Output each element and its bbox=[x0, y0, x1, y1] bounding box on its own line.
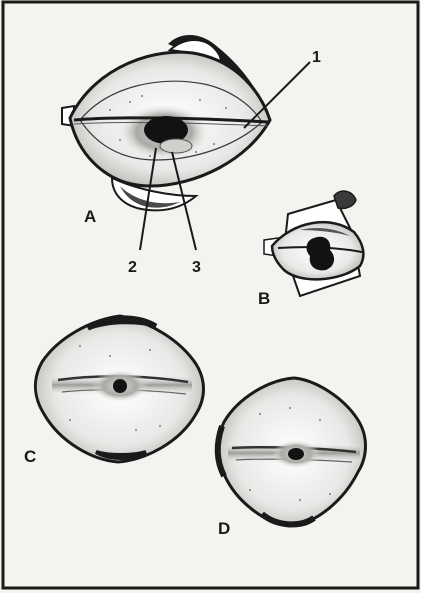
callout-2: 2 bbox=[128, 259, 137, 276]
grain-b bbox=[264, 191, 363, 296]
callout-3: 3 bbox=[192, 259, 201, 276]
label-c: C bbox=[24, 447, 36, 466]
callout-1: 1 bbox=[312, 49, 321, 66]
label-b: B bbox=[258, 289, 270, 308]
label-a: A bbox=[84, 207, 96, 226]
label-d: D bbox=[218, 519, 230, 538]
grain-d-pore bbox=[288, 448, 304, 460]
grain-d bbox=[218, 378, 366, 526]
grain-a bbox=[62, 35, 270, 210]
grain-c bbox=[35, 316, 203, 462]
grain-c-pore bbox=[113, 379, 127, 393]
